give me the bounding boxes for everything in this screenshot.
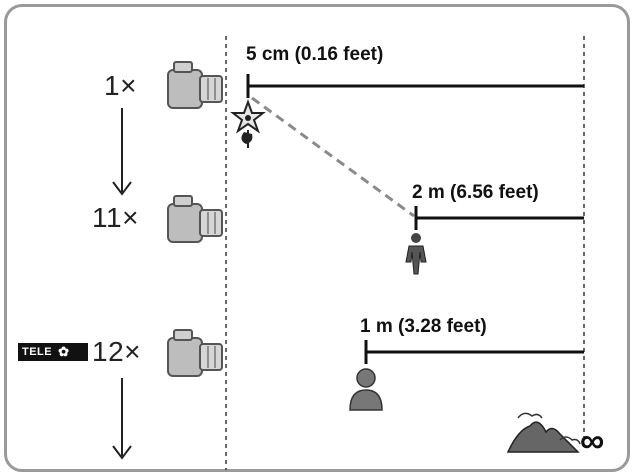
distance-line-2m	[414, 206, 584, 230]
distance-label-5cm: 5 cm (0.16 feet)	[246, 44, 384, 65]
tele-macro-badge: TELE ✿	[18, 343, 88, 361]
mountain-icon	[506, 412, 581, 453]
zoom-label-1x: 1×	[104, 70, 137, 101]
person-subject-icon	[405, 233, 427, 275]
distance-line-1m	[364, 340, 584, 364]
arrow-down-icon	[112, 378, 132, 460]
zoom-label-12x: 12×	[92, 336, 141, 367]
distance-line-5cm	[246, 74, 584, 98]
flower-subject-icon	[230, 99, 266, 148]
infinity-symbol: ∞	[580, 422, 605, 460]
camera-icon	[167, 329, 223, 377]
focus-transition-line	[251, 96, 415, 218]
camera-icon	[167, 195, 223, 243]
camera-icon	[167, 61, 223, 109]
person-head-icon	[349, 368, 383, 411]
tele-badge-text: TELE	[22, 346, 53, 358]
tele-macro-flower-icon: ✿	[58, 344, 70, 359]
diagram-frame	[4, 4, 630, 472]
arrow-down-icon	[112, 108, 132, 196]
distance-label-2m: 2 m (6.56 feet)	[412, 182, 539, 203]
distance-label-1m: 1 m (3.28 feet)	[360, 316, 487, 337]
zoom-label-11x: 11×	[92, 202, 139, 233]
